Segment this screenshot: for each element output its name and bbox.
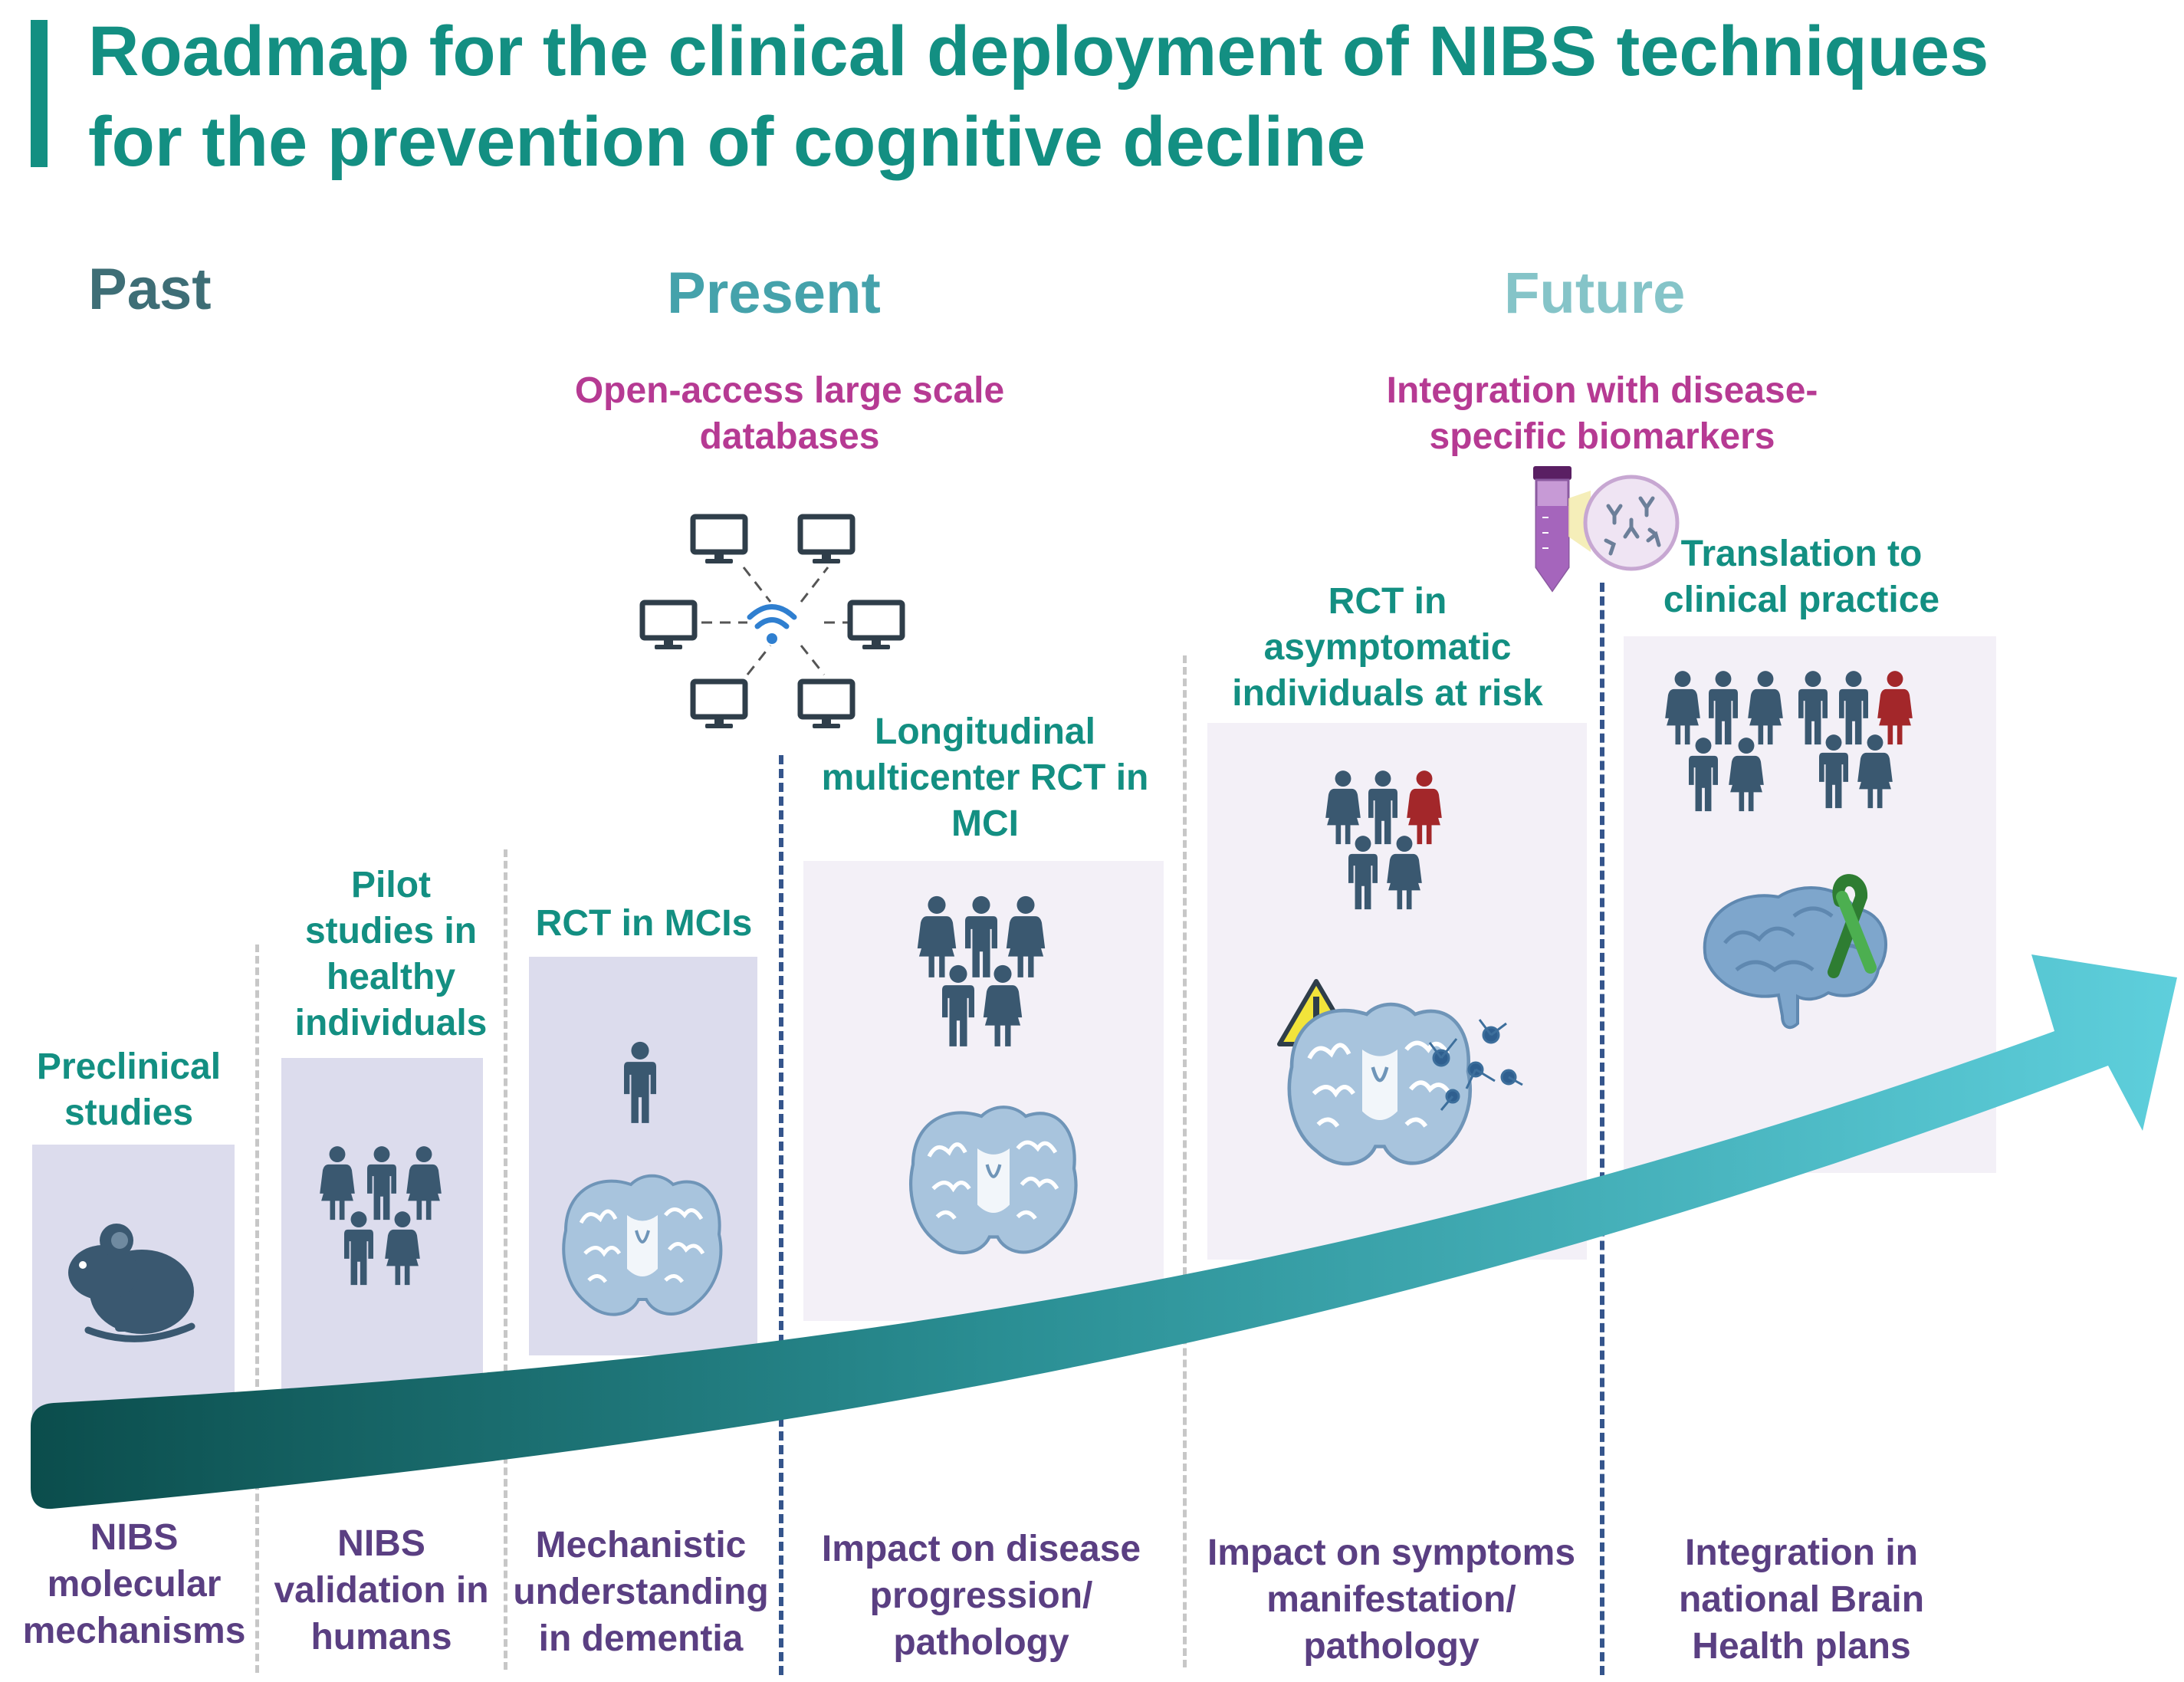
- outcome-label-translation: Integration in national Brain Health pla…: [1678, 1533, 1925, 1667]
- title-line-1: Roadmap for the clinical deployment of N…: [88, 12, 1989, 90]
- stage-label-pilot: Pilot studies in healthy individuals: [294, 865, 488, 1043]
- computer-icon: [800, 682, 852, 728]
- test-tube-icon: [1533, 466, 1680, 593]
- brain-slice-icon: [911, 1107, 1076, 1253]
- era-past-label: Past: [88, 257, 212, 322]
- outcome-label-asymptomatic: Impact on symptoms manifestation/ pathol…: [1207, 1533, 1576, 1667]
- era-divider-present: [779, 755, 783, 1675]
- computer-icon: [693, 517, 745, 563]
- databases-label: Open-access large scale databases: [574, 370, 1005, 457]
- outcome-label-pilot: NIBS validation in humans: [274, 1523, 489, 1657]
- brain-slice-icon: [563, 1176, 721, 1315]
- stage-label-translation: Translation to clinical practice: [1663, 534, 1940, 620]
- biomarkers-label: Integration with disease- specific bioma…: [1386, 370, 1818, 457]
- computer-icon: [800, 517, 852, 563]
- separator: [1183, 655, 1187, 1667]
- computer-icon: [693, 682, 745, 728]
- separator: [255, 944, 259, 1673]
- computer-icon: [642, 603, 695, 649]
- outcome-label-rct-mci: Mechanistic understanding in dementia: [513, 1525, 769, 1659]
- outcome-label-preclinical: NIBS molecular mechanisms: [22, 1517, 246, 1651]
- era-future-label: Future: [1504, 261, 1686, 326]
- page-title: Roadmap for the clinical deployment of N…: [88, 6, 2158, 187]
- people-group-icon: [1665, 671, 1913, 812]
- amyloid-plaques: [1428, 1019, 1523, 1111]
- title-line-2: for the prevention of cognitive decline: [88, 103, 1366, 181]
- era-divider-future: [1600, 583, 1604, 1675]
- mouse-icon: [68, 1224, 195, 1342]
- people-group-icon: [1325, 770, 1442, 910]
- title-accent-bar: [31, 20, 48, 167]
- awareness-ribbon-icon: [1828, 874, 1877, 978]
- brain-slice-icon: [1289, 1004, 1470, 1164]
- people-group-icon: [917, 895, 1046, 1046]
- people-group-icon: [320, 1146, 442, 1286]
- progress-arrow: [31, 954, 2177, 1510]
- brain-icon: [1703, 886, 1887, 1030]
- separator: [504, 849, 507, 1670]
- database-network: [642, 517, 902, 728]
- person-icon: [624, 1041, 656, 1123]
- outcome-label-longitudinal: Impact on disease progression/ pathology: [821, 1529, 1141, 1663]
- wifi-icon: [747, 604, 797, 644]
- stage-label-rct-mci: RCT in MCIs: [535, 903, 753, 944]
- stage-box-pilot: [281, 1058, 483, 1395]
- stage-label-longitudinal: Longitudinal multicenter RCT in MCI: [821, 711, 1149, 844]
- era-present-label: Present: [667, 261, 881, 326]
- stage-label-asymptomatic: RCT in asymptomatic individuals at risk: [1232, 581, 1543, 714]
- computer-icon: [850, 603, 902, 649]
- stage-label-preclinical: Preclinical studies: [36, 1046, 222, 1133]
